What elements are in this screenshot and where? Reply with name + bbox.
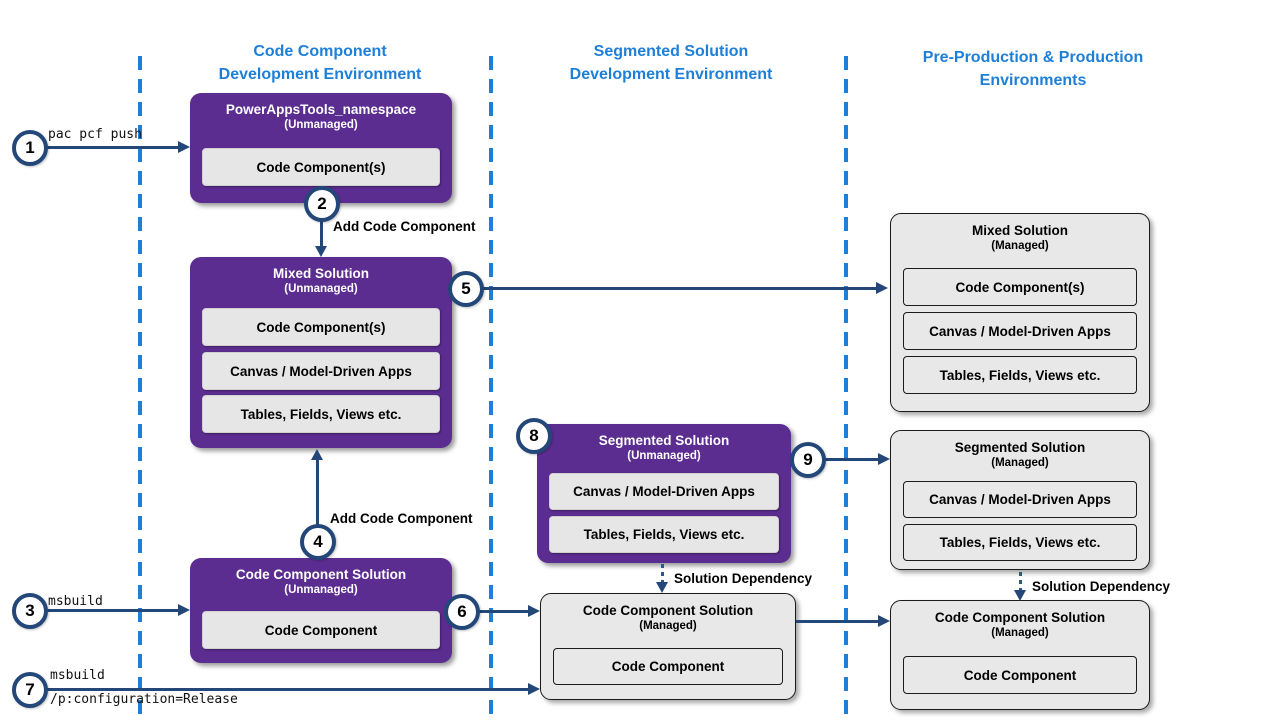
label-solution-dependency-dev: Solution Dependency — [674, 571, 813, 586]
label-pac-pcf-push: pac pcf push — [48, 127, 142, 142]
arrow-step7-head — [528, 683, 540, 695]
box-item-canvas-model-driven-apps: Canvas / Model-Driven Apps — [202, 352, 440, 390]
column-divider-3 — [844, 56, 848, 720]
step-circle-9: 9 — [790, 442, 826, 478]
dependency-arrow-dev-shaft — [661, 564, 664, 583]
step-circle-8: 8 — [516, 418, 552, 454]
arrow-managed-dev-to-prod-head — [878, 615, 890, 627]
box-mixed-solution-unmanaged: Mixed Solution (Unmanaged) Code Componen… — [190, 257, 452, 448]
box-title: Segmented Solution — [598, 433, 730, 448]
dependency-arrow-prod-shaft — [1019, 572, 1022, 591]
box-title: Mixed Solution — [273, 266, 369, 281]
column-header-line2: Environments — [979, 72, 1087, 89]
column-header-preprod-prod: Pre-Production & Production Environments — [883, 46, 1183, 92]
box-subtitle: (Unmanaged) — [284, 283, 358, 295]
box-title: PowerAppsTools_namespace — [225, 102, 417, 117]
arrow-step4-head — [311, 449, 323, 460]
label-add-code-component-step4: Add Code Component — [330, 511, 473, 526]
box-item-code-components: Code Component(s) — [202, 148, 440, 186]
step-circle-2: 2 — [304, 186, 340, 222]
arrow-step1-head — [178, 141, 190, 153]
box-item-code-components: Code Component(s) — [202, 308, 440, 346]
column-divider-1 — [138, 56, 142, 720]
arrow-step6-shaft — [478, 610, 530, 613]
dependency-arrow-prod-head — [1014, 590, 1026, 601]
arrow-step2-shaft — [320, 221, 323, 247]
step-circle-4: 4 — [300, 524, 336, 560]
arrow-step1-shaft — [44, 146, 178, 149]
box-segmented-solution-unmanaged: Segmented Solution (Unmanaged) Canvas / … — [537, 424, 791, 563]
step-circle-7: 7 — [12, 672, 48, 708]
column-header-segmented-dev: Segmented Solution Development Environme… — [521, 40, 821, 86]
arrow-step4-shaft — [316, 459, 319, 525]
box-title: Mixed Solution — [972, 223, 1068, 238]
step-circle-3: 3 — [12, 593, 48, 629]
arrow-managed-dev-to-prod-shaft — [796, 620, 880, 623]
box-item-tables-fields-views: Tables, Fields, Views etc. — [903, 356, 1137, 394]
column-header-code-component-dev: Code Component Development Environment — [170, 40, 470, 86]
box-item-canvas-model-driven-apps: Canvas / Model-Driven Apps — [903, 312, 1137, 350]
arrow-step3-shaft — [44, 609, 178, 612]
box-title: Segmented Solution — [954, 440, 1086, 455]
arrow-step3-head — [178, 604, 190, 616]
box-code-component-solution-managed-prod: Code Component Solution (Managed) Code C… — [890, 600, 1150, 710]
box-title: Code Component Solution — [235, 567, 407, 582]
box-title: Code Component Solution — [582, 603, 754, 618]
step-circle-5: 5 — [448, 271, 484, 307]
box-subtitle: (Managed) — [991, 627, 1049, 639]
box-item-code-component: Code Component — [903, 656, 1137, 694]
label-solution-dependency-prod: Solution Dependency — [1032, 579, 1171, 594]
box-item-code-component: Code Component — [553, 648, 783, 685]
step-circle-6: 6 — [444, 594, 480, 630]
box-item-code-component: Code Component — [202, 611, 440, 649]
arrow-step5-head — [876, 282, 888, 294]
box-title: Code Component Solution — [934, 610, 1106, 625]
box-powerapps-namespace-unmanaged: PowerAppsTools_namespace (Unmanaged) Cod… — [190, 93, 452, 203]
label-msbuild-release-line1: msbuild — [50, 668, 105, 683]
box-subtitle: (Unmanaged) — [284, 119, 358, 131]
box-subtitle: (Managed) — [991, 240, 1049, 252]
box-code-component-solution-managed-dev: Code Component Solution (Managed) Code C… — [540, 593, 796, 700]
dependency-arrow-dev-head — [656, 582, 668, 593]
box-item-canvas-model-driven-apps: Canvas / Model-Driven Apps — [903, 481, 1137, 518]
box-item-code-components: Code Component(s) — [903, 268, 1137, 306]
arrow-step7-shaft — [44, 688, 530, 691]
box-segmented-solution-managed: Segmented Solution (Managed) Canvas / Mo… — [890, 430, 1150, 570]
column-header-line1: Code Component — [253, 43, 387, 60]
box-subtitle: (Managed) — [991, 457, 1049, 469]
box-code-component-solution-unmanaged: Code Component Solution (Unmanaged) Code… — [190, 558, 452, 663]
arrow-step9-head — [878, 453, 890, 465]
arrow-step6-head — [528, 605, 540, 617]
label-msbuild: msbuild — [48, 594, 103, 609]
box-item-canvas-model-driven-apps: Canvas / Model-Driven Apps — [549, 473, 779, 510]
box-mixed-solution-managed: Mixed Solution (Managed) Code Component(… — [890, 213, 1150, 412]
column-header-line1: Pre-Production & Production — [922, 49, 1144, 66]
column-header-line1: Segmented Solution — [593, 43, 749, 60]
box-item-tables-fields-views: Tables, Fields, Views etc. — [202, 395, 440, 433]
box-subtitle: (Managed) — [639, 620, 697, 632]
box-subtitle: (Unmanaged) — [284, 584, 358, 596]
box-subtitle: (Unmanaged) — [627, 450, 701, 462]
box-item-tables-fields-views: Tables, Fields, Views etc. — [903, 524, 1137, 561]
arrow-step5-shaft — [482, 287, 878, 290]
arrow-step9-shaft — [824, 458, 880, 461]
column-divider-2 — [489, 56, 493, 720]
label-msbuild-release-line2: /p:configuration=Release — [50, 692, 238, 707]
label-add-code-component-step2: Add Code Component — [333, 219, 476, 234]
step-circle-1: 1 — [12, 130, 48, 166]
arrow-step2-head — [315, 246, 327, 257]
column-header-line2: Development Environment — [218, 66, 422, 83]
column-header-line2: Development Environment — [569, 66, 773, 83]
box-item-tables-fields-views: Tables, Fields, Views etc. — [549, 516, 779, 553]
